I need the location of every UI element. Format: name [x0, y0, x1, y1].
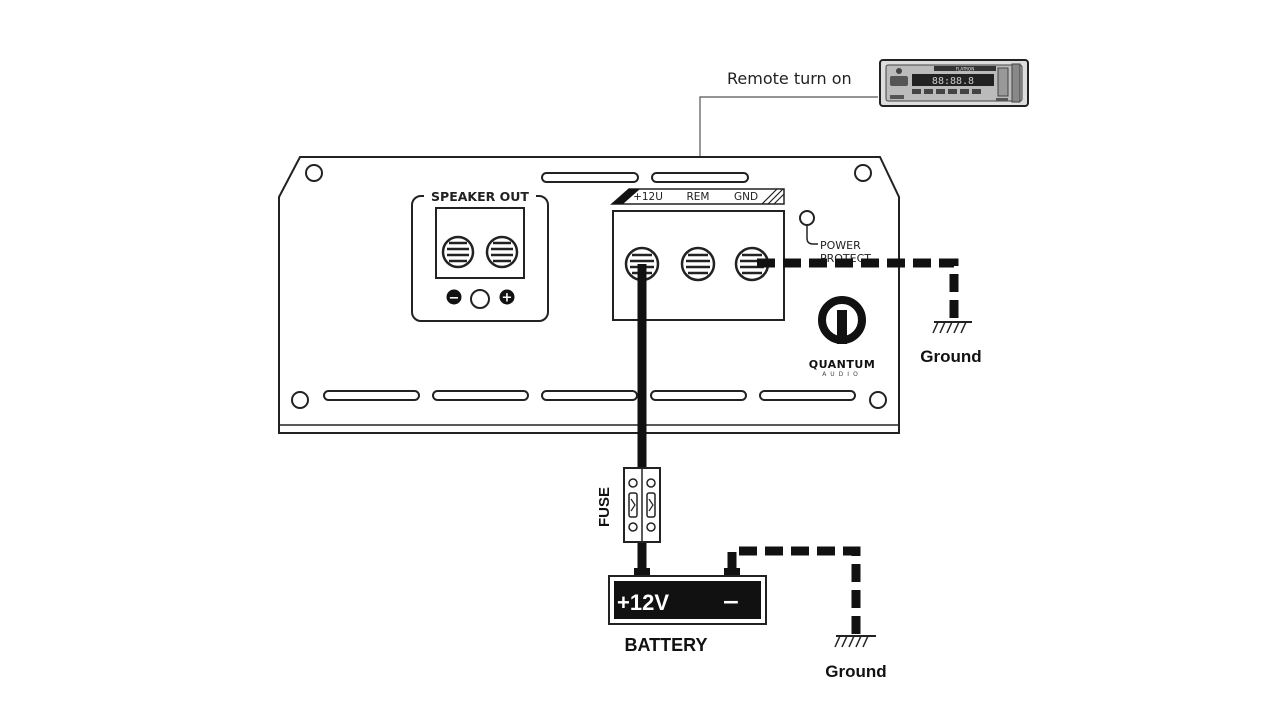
speaker-plus-badge: [499, 289, 515, 305]
vent-slot: [323, 390, 420, 401]
fuse-holder: [623, 467, 661, 543]
vent-slot: [541, 172, 639, 183]
power-label: POWER: [820, 239, 861, 252]
battery-ground-symbol: [834, 635, 876, 648]
vent-slot: [651, 172, 749, 183]
mount-hole-bottom-right: [869, 391, 887, 409]
battery: +12V −: [608, 568, 767, 625]
amp-ground-label: Ground: [920, 347, 981, 366]
battery-ground-wire: [727, 546, 861, 636]
head-unit-top-text: FLATRON: [956, 67, 974, 72]
battery-positive-post: [634, 568, 650, 577]
mount-hole-top-right: [854, 164, 872, 182]
terminal-label-gnd: GND: [734, 191, 758, 203]
terminal-label-rem: REM: [687, 191, 710, 203]
battery-voltage-label: +12V: [617, 590, 669, 615]
battery-label: BATTERY: [625, 635, 708, 655]
terminal-gnd: [734, 246, 770, 282]
head-unit-display: 88:88.8: [932, 76, 974, 87]
speaker-terminal-left: [441, 235, 475, 269]
vent-slot: [759, 390, 856, 401]
speaker-plus-symbol: +: [502, 291, 513, 306]
mount-hole-top-left: [305, 164, 323, 182]
speaker-out-block: SPEAKER OUT − +: [411, 189, 549, 322]
speaker-terminal-right: [485, 235, 519, 269]
brand-sub: AUDIO: [822, 371, 862, 378]
speaker-center-hole: [470, 289, 490, 309]
amplifier: [278, 156, 900, 434]
remote-turn-on-label: Remote turn on: [727, 69, 852, 88]
terminal-rem: [680, 246, 716, 282]
terminal-label-12v: +12U: [633, 191, 663, 203]
speaker-minus-badge: [446, 289, 462, 305]
mount-hole-bottom-left: [291, 391, 309, 409]
vent-slot: [650, 390, 747, 401]
quantum-logo: QUANTUM AUDIO: [809, 296, 876, 378]
speaker-out-label: SPEAKER OUT: [431, 189, 529, 204]
vent-slot: [541, 390, 638, 401]
brand-name: QUANTUM: [809, 358, 876, 371]
fuse-label: FUSE: [596, 487, 613, 527]
speaker-minus-symbol: −: [449, 291, 460, 306]
amp-ground-wire: [757, 258, 959, 322]
power-led-leader: [806, 226, 818, 245]
vent-slot: [432, 390, 529, 401]
amp-ground-symbol: [932, 321, 972, 334]
battery-minus-label: −: [722, 590, 740, 615]
battery-negative-post: [724, 568, 740, 577]
battery-ground-label: Ground: [825, 662, 886, 681]
power-led: [799, 210, 815, 226]
head-unit: FLATRON 88:88.8: [879, 59, 1029, 107]
